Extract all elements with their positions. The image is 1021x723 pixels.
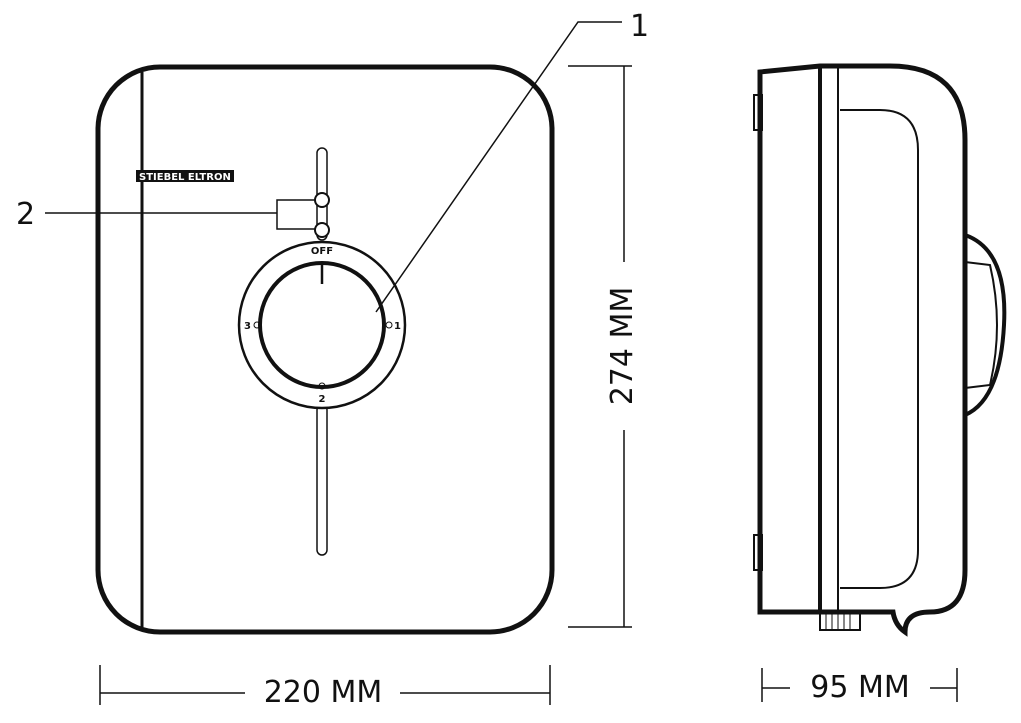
depth-label: 95 MM [810,670,909,705]
connector-thread [825,612,851,630]
side-knob [964,233,1007,417]
indicator-light-upper [314,192,330,208]
height-dimension: 274 MM [568,65,640,628]
callout-1-label: 1 [630,9,649,44]
brand-logo-text: STIEBEL ELTRON [139,172,231,183]
dial-label-1: 1 [394,321,401,332]
dial-marker-1 [385,321,393,329]
wall-bracket-lower [753,534,763,571]
front-view: STIEBEL ELTRON OFF 1 2 3 [95,64,555,635]
wall-bracket-upper [753,94,763,131]
indicator-light-lower [314,222,330,238]
dial-label-off: OFF [311,246,333,257]
brand-logo [136,170,234,182]
dial-label-3: 3 [244,321,251,332]
callout-2-bracket [276,199,315,230]
depth-dimension: 95 MM [761,668,958,705]
water-connector [819,611,861,631]
callout-2: 2 [16,197,315,232]
callout-1: 1 [375,9,649,313]
dial-label-2: 2 [319,394,326,405]
dial-marker-3 [253,321,261,329]
width-label: 220 MM [264,675,383,710]
width-dimension: 220 MM [99,665,551,710]
side-housing [757,63,968,637]
dial-ring [237,240,407,410]
front-housing [95,64,555,635]
side-knob-inner [964,261,998,389]
side-view [753,63,1007,637]
callout-2-label: 2 [16,197,35,232]
dial-marker-2 [318,382,326,390]
callout-1-leader [375,21,622,313]
lower-slot [316,404,328,556]
height-label: 274 MM [605,287,640,406]
side-inner-contour [840,109,919,589]
